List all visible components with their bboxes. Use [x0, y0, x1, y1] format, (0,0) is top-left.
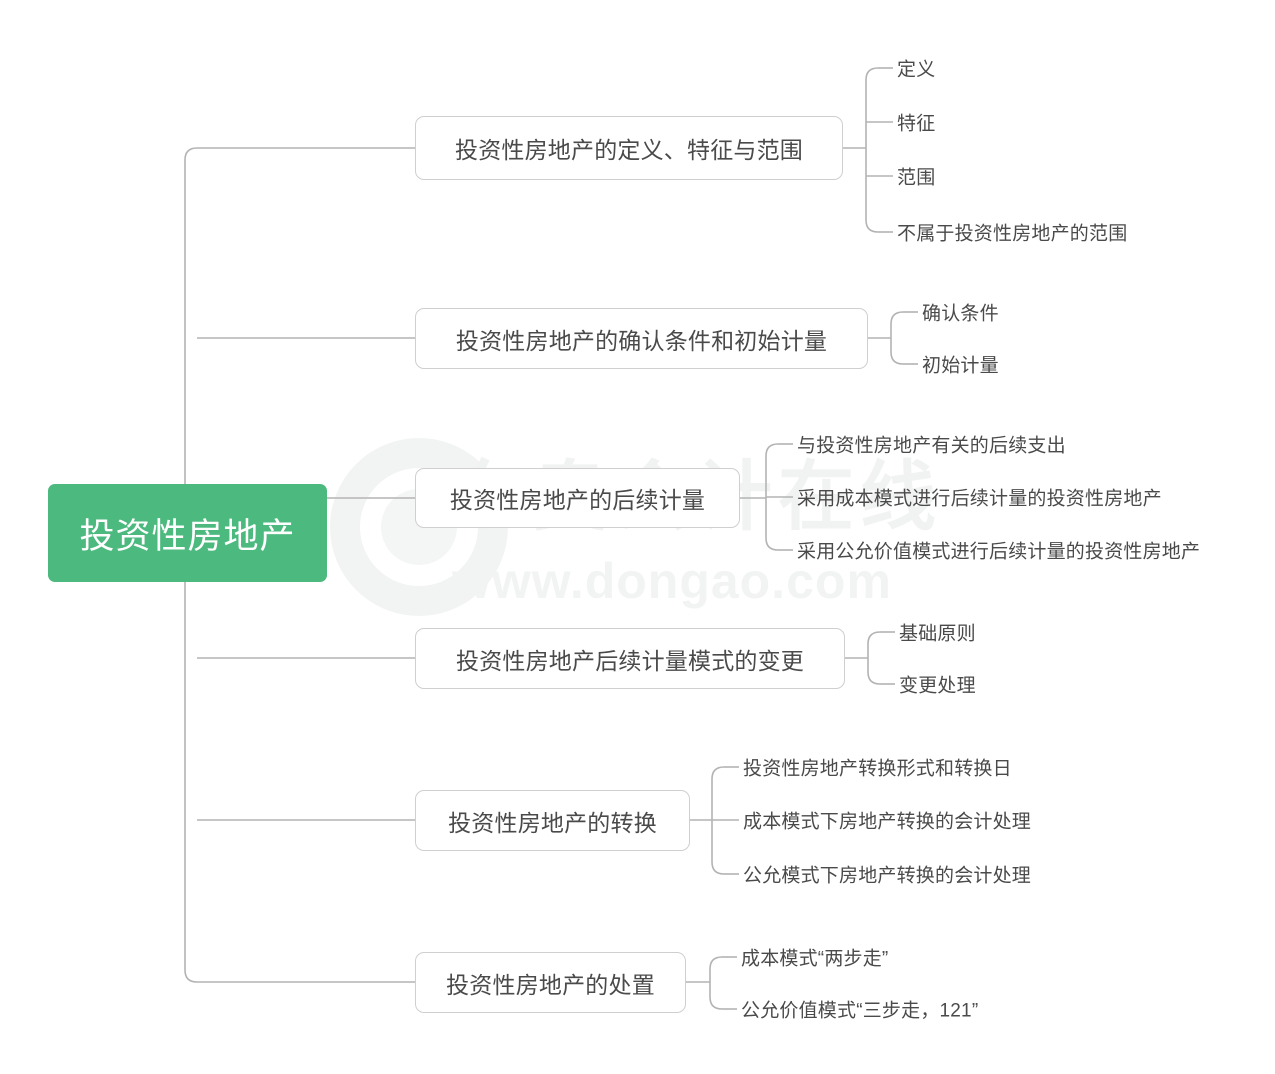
leaf-node-6-1[interactable]: 成本模式“两步走”	[741, 948, 889, 970]
leaf-node-1-1[interactable]: 定义	[897, 59, 936, 81]
leaf-node-2-2[interactable]: 初始计量	[922, 355, 999, 377]
leaf-node-3-1[interactable]: 与投资性房地产有关的后续支出	[797, 435, 1066, 457]
leaf-node-1-3[interactable]: 范围	[897, 167, 936, 189]
wire-b4-spine	[867, 631, 881, 685]
branch-node-4[interactable]: 投资性房地产后续计量模式的变更	[415, 628, 845, 689]
watermark-url-text: www.dongao.com	[452, 553, 892, 609]
branch-node-1-label: 投资性房地产的定义、特征与范围	[455, 137, 803, 163]
root-node-label: 投资性房地产	[79, 516, 296, 556]
leaf-node-6-2[interactable]: 公允价值模式“三步走，121”	[741, 1000, 979, 1022]
wire-b2-spine	[890, 311, 904, 365]
leaf-node-5-2[interactable]: 成本模式下房地产转换的会计处理	[743, 811, 1032, 833]
leaf-node-5-3[interactable]: 公允模式下房地产转换的会计处理	[743, 865, 1032, 887]
root-node[interactable]: 投资性房地产	[48, 484, 327, 582]
branch-node-3-label: 投资性房地产的后续计量	[449, 487, 706, 513]
wire-b5-spine	[711, 766, 725, 875]
branch-node-2-label: 投资性房地产的确认条件和初始计量	[455, 327, 828, 354]
wire-b3-spine	[765, 443, 779, 551]
branch-node-5[interactable]: 投资性房地产的转换	[415, 790, 690, 851]
leaf-node-2-1[interactable]: 确认条件	[922, 303, 999, 325]
leaf-node-4-1[interactable]: 基础原则	[899, 623, 976, 645]
leaf-node-3-2[interactable]: 采用成本模式进行后续计量的投资性房地产	[797, 488, 1162, 510]
branch-node-6-label: 投资性房地产的处置	[446, 971, 655, 998]
branch-node-4-label: 投资性房地产后续计量模式的变更	[456, 647, 804, 674]
leaf-node-1-2[interactable]: 特征	[897, 113, 936, 135]
leaf-node-3-3[interactable]: 采用公允价值模式进行后续计量的投资性房地产	[797, 541, 1201, 563]
branch-node-1[interactable]: 投资性房地产的定义、特征与范围	[415, 116, 843, 180]
branch-node-5-label: 投资性房地产的转换	[448, 809, 657, 836]
leaf-node-4-2[interactable]: 变更处理	[899, 675, 976, 697]
wire-b6-spine	[709, 956, 723, 1010]
branch-node-3[interactable]: 投资性房地产的后续计量	[415, 468, 740, 528]
leaf-node-5-1[interactable]: 投资性房地产转换形式和转换日	[743, 758, 1012, 780]
branch-node-2[interactable]: 投资性房地产的确认条件和初始计量	[415, 308, 868, 369]
leaf-node-1-4[interactable]: 不属于投资性房地产的范围	[897, 223, 1128, 245]
branch-node-6[interactable]: 投资性房地产的处置	[415, 952, 686, 1013]
wire-b1-spine	[865, 67, 879, 233]
watermark: 东奥会计在线 www.dongao.com	[330, 438, 936, 618]
